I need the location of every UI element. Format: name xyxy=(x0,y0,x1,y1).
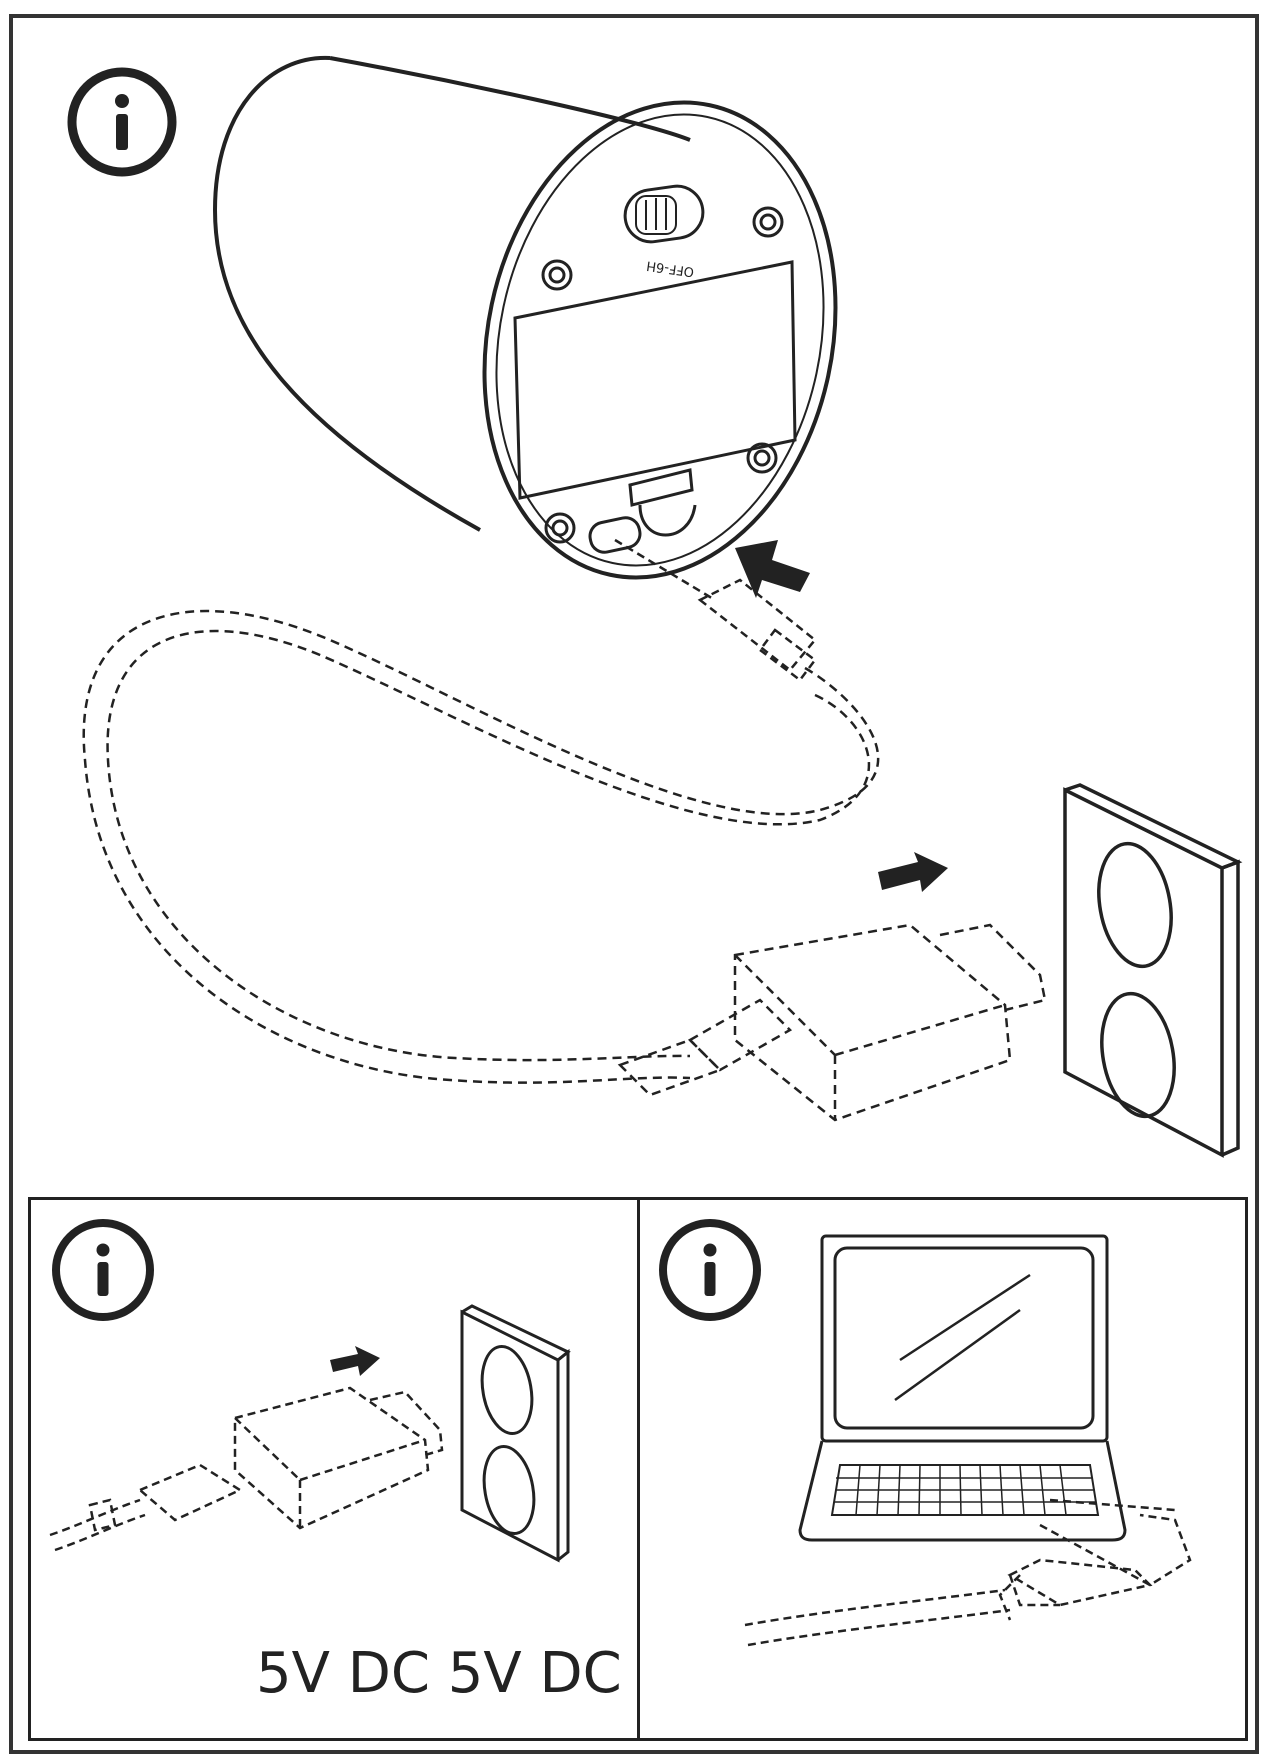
wall-outlet xyxy=(460,1304,571,1563)
arrow-icon xyxy=(735,540,810,598)
info-circle-icon xyxy=(659,1219,761,1321)
usb-cable xyxy=(82,609,880,1084)
info-circle-icon xyxy=(67,67,177,177)
usb-plug xyxy=(614,538,817,682)
laptop-icon xyxy=(798,1234,1127,1542)
arrow-icon xyxy=(878,852,948,892)
info-circle-icon xyxy=(52,1219,154,1321)
voltage-text: 5V DC 5V DC xyxy=(256,1641,622,1706)
arrow-icon xyxy=(330,1346,380,1376)
power-adapter xyxy=(49,1386,444,1552)
lamp-base-device xyxy=(212,55,838,580)
outer-frame xyxy=(9,14,1259,1754)
bottom-right-panel xyxy=(637,1197,1248,1741)
wall-outlet xyxy=(1063,783,1243,1158)
usb-cable xyxy=(744,1498,1192,1647)
switch-label: OFF-6H xyxy=(645,257,695,279)
power-adapter xyxy=(617,923,1047,1122)
